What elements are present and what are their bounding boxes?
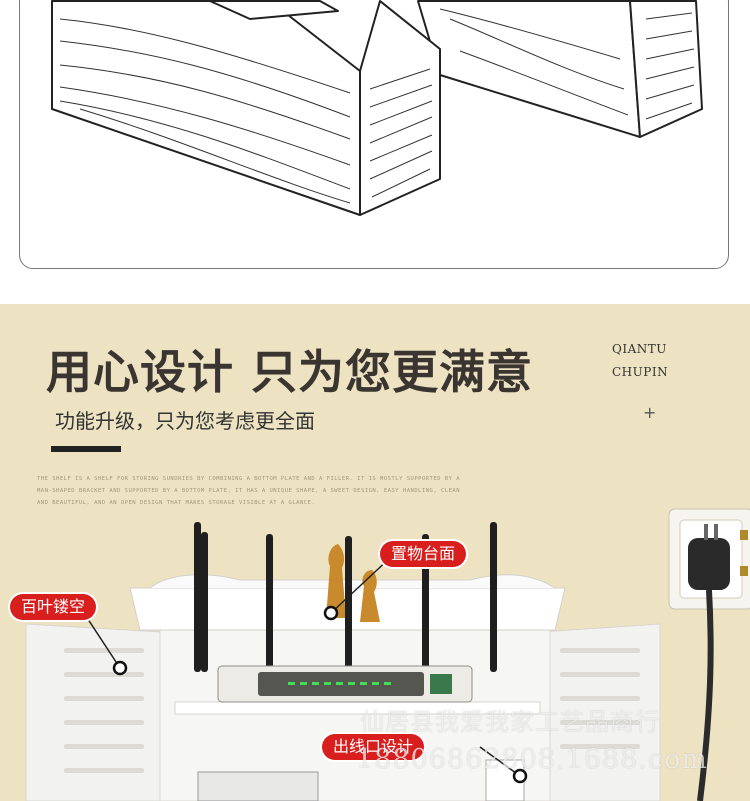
plus-icon: + [643, 403, 657, 422]
callout-cable-outlet: 出线口设计 [322, 734, 425, 760]
section-headline: 用心设计 只为您更满意 [46, 345, 534, 399]
brand-text-line2: CHUPIN [612, 365, 669, 379]
router-shelf-product-illustration [25, 508, 750, 801]
brand-text-line1: QIANTU [612, 342, 667, 356]
callout-louver: 百叶镂空 [10, 594, 97, 620]
callout-shelf-top: 置物台面 [380, 541, 467, 567]
product-description: THE SHELF IS A SHELF FOR STORING SUNDRIE… [37, 475, 461, 506]
subheadline-underline [51, 446, 121, 452]
section-subheadline: 功能升级，只为您考虑更全面 [55, 409, 315, 433]
watermark-shop-name: 仙居县我爱我家工艺品商行 [360, 708, 660, 736]
horse-ornament-icon [326, 544, 380, 622]
wood-joint-sketch-illustration [51, 0, 703, 216]
wood-joint-sketch-panel [19, 0, 729, 269]
watermark-contact: 18806862808.1688.com [356, 744, 708, 775]
product-design-section: 用心设计 只为您更满意 QIANTU CHUPIN + 功能升级，只为您考虑更全… [0, 304, 750, 801]
